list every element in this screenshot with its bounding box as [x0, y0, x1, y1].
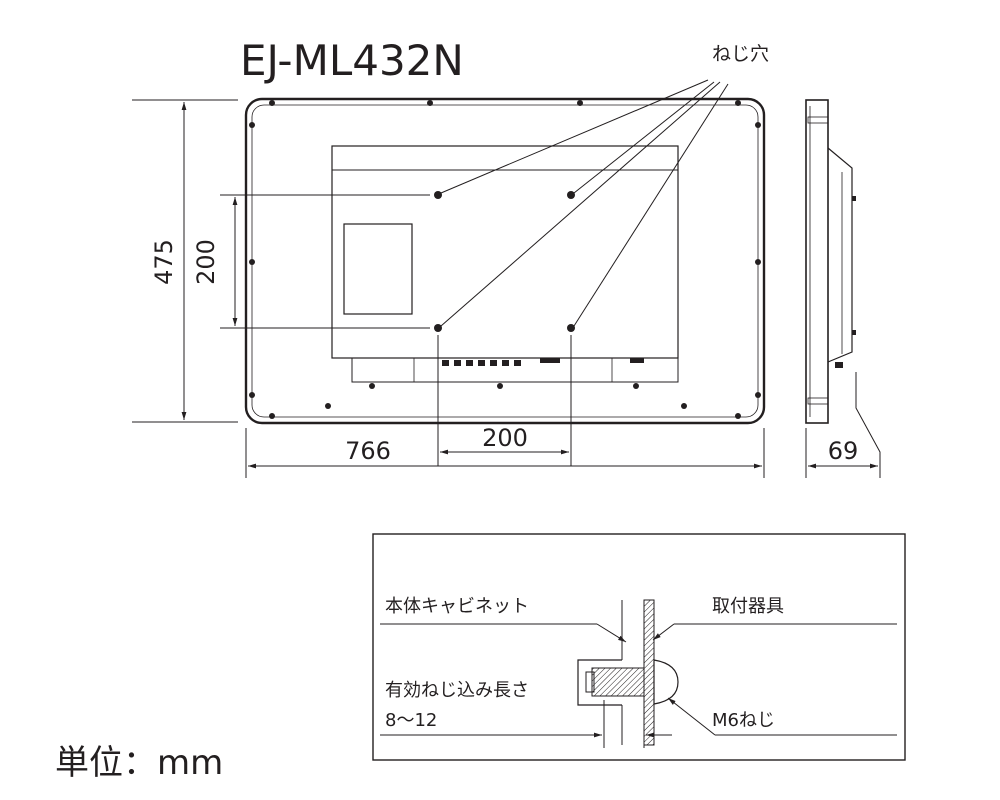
front-inner-frame: [251, 104, 759, 418]
unit-label: 単位：mm: [55, 743, 223, 783]
back-panel: [331, 145, 679, 359]
model-title: EJ-ML432N: [240, 36, 464, 85]
cabinet-label: 本体キャビネット: [385, 596, 529, 617]
connector-strip: [351, 357, 679, 383]
screw-label: M6ねじ: [712, 710, 775, 731]
side-view: [805, 99, 856, 424]
depth-dimension: [805, 372, 881, 478]
depth-value: 69: [828, 437, 859, 465]
panel-window: [343, 223, 413, 315]
vesa-horizontal-dimension: [437, 335, 572, 466]
height-value: 475: [150, 239, 178, 285]
screw-detail-box: [372, 533, 906, 761]
height-dimension: [132, 99, 238, 423]
vesa-horizontal-value: 200: [482, 424, 528, 452]
thread-length-value: 8～12: [385, 710, 437, 731]
vesa-screw-holes: [434, 191, 575, 332]
vesa-vertical-dimension: [220, 194, 430, 329]
screw-hole-label: ねじ穴: [712, 43, 769, 65]
bracket-label: 取付器具: [712, 596, 784, 617]
vesa-vertical-value: 200: [192, 239, 220, 285]
front-view: [244, 97, 766, 425]
frame-screws: [249, 100, 761, 419]
front-outer-frame: [244, 97, 766, 425]
screw-hole-leaders: [440, 79, 729, 327]
width-dimension: [245, 428, 765, 478]
thread-length-label: 有効ねじ込み長さ: [385, 680, 529, 701]
width-value: 766: [345, 437, 391, 465]
